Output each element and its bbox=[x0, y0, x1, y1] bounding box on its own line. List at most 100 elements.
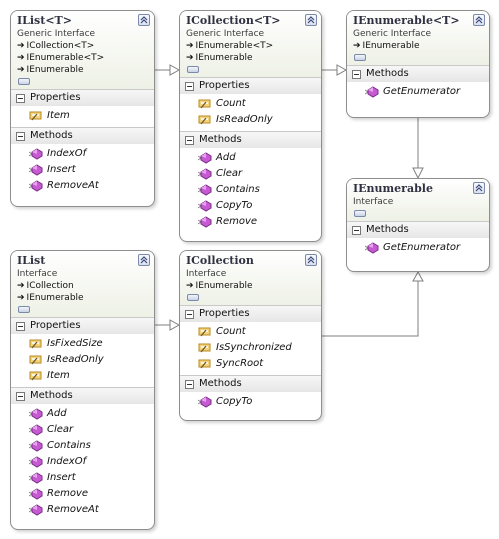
method-icon bbox=[29, 440, 43, 452]
inherits-item: ➔IEnumerable bbox=[17, 293, 84, 303]
method-item[interactable]: Insert bbox=[11, 470, 154, 486]
method-icon bbox=[365, 242, 379, 254]
method-item[interactable]: RemoveAt bbox=[11, 178, 154, 194]
properties-compartment-header[interactable]: Properties bbox=[180, 77, 321, 94]
collapse-chevron-icon[interactable] bbox=[138, 254, 150, 266]
method-icon bbox=[198, 184, 212, 196]
method-item[interactable]: Clear bbox=[11, 422, 154, 438]
method-item[interactable]: CopyTo bbox=[180, 198, 321, 214]
box-header: IList Interface ➔ICollection ➔IEnumerabl… bbox=[11, 251, 154, 317]
minus-icon[interactable] bbox=[185, 380, 194, 389]
method-item[interactable]: Remove bbox=[180, 214, 321, 230]
method-item[interactable]: GetEnumerator bbox=[347, 84, 489, 100]
property-item[interactable]: IsReadOnly bbox=[11, 352, 154, 368]
collapse-chevron-icon[interactable] bbox=[305, 14, 317, 26]
method-item[interactable]: CopyTo bbox=[180, 394, 321, 410]
properties-compartment-header[interactable]: Properties bbox=[180, 305, 321, 322]
inheritance-toggle-icon[interactable] bbox=[354, 54, 366, 61]
minus-icon[interactable] bbox=[185, 310, 194, 319]
properties-list: IsFixedSize IsReadOnly Item bbox=[11, 334, 154, 387]
property-icon bbox=[29, 355, 42, 365]
inherits-item: ➔ICollection bbox=[17, 281, 74, 291]
inherit-arrow-icon: ➔ bbox=[17, 41, 25, 51]
method-item[interactable]: IndexOf bbox=[11, 454, 154, 470]
inherit-arrow-icon: ➔ bbox=[186, 53, 194, 63]
method-item[interactable]: Add bbox=[180, 150, 321, 166]
methods-compartment-header[interactable]: Methods bbox=[180, 375, 321, 392]
inheritance-toggle-icon[interactable] bbox=[18, 78, 30, 85]
inherit-arrow-icon: ➔ bbox=[186, 41, 194, 51]
method-icon bbox=[29, 164, 43, 176]
methods-list: Add Clear Contains IndexOf Insert Remove… bbox=[11, 404, 154, 521]
inheritance-toggle-icon[interactable] bbox=[354, 210, 366, 217]
interface-box-ilist[interactable]: IList Interface ➔ICollection ➔IEnumerabl… bbox=[10, 250, 155, 530]
minus-icon[interactable] bbox=[16, 392, 25, 401]
interface-box-ienumerable[interactable]: IEnumerable Interface Methods GetEnumera… bbox=[346, 178, 490, 272]
property-item[interactable]: Count bbox=[180, 96, 321, 112]
methods-compartment-header[interactable]: Methods bbox=[347, 221, 489, 238]
methods-list: GetEnumerator bbox=[347, 238, 489, 259]
method-item[interactable]: Contains bbox=[180, 182, 321, 198]
minus-icon[interactable] bbox=[185, 82, 194, 91]
method-item[interactable]: Add bbox=[11, 406, 154, 422]
collapse-chevron-icon[interactable] bbox=[138, 14, 150, 26]
property-item[interactable]: Count bbox=[180, 324, 321, 340]
minus-icon[interactable] bbox=[16, 94, 25, 103]
box-stereotype: Generic Interface bbox=[17, 29, 96, 39]
property-item[interactable]: Item bbox=[11, 368, 154, 384]
method-icon bbox=[29, 456, 43, 468]
property-item[interactable]: SyncRoot bbox=[180, 356, 321, 372]
method-item[interactable]: RemoveAt bbox=[11, 502, 154, 518]
minus-icon[interactable] bbox=[16, 322, 25, 331]
box-title: IEnumerable<T> bbox=[353, 14, 460, 27]
methods-compartment-header[interactable]: Methods bbox=[11, 387, 154, 404]
interface-box-ilist-generic[interactable]: IList<T> Generic Interface ➔ICollection<… bbox=[10, 10, 155, 207]
property-icon bbox=[29, 339, 42, 349]
interface-box-icollection-generic[interactable]: ICollection<T> Generic Interface ➔IEnume… bbox=[179, 10, 322, 242]
properties-compartment-header[interactable]: Properties bbox=[11, 317, 154, 334]
methods-compartment-header[interactable]: Methods bbox=[347, 65, 489, 82]
minus-icon[interactable] bbox=[352, 226, 361, 235]
method-icon bbox=[29, 424, 43, 436]
property-item[interactable]: Item bbox=[11, 108, 154, 124]
box-header: IEnumerable<T> Generic Interface ➔IEnume… bbox=[347, 11, 489, 65]
connector-arrowhead bbox=[412, 270, 424, 282]
minus-icon[interactable] bbox=[352, 70, 361, 79]
method-icon bbox=[29, 504, 43, 516]
method-icon bbox=[198, 168, 212, 180]
methods-compartment-header[interactable]: Methods bbox=[180, 131, 321, 148]
method-icon bbox=[29, 488, 43, 500]
minus-icon[interactable] bbox=[16, 132, 25, 141]
collapse-chevron-icon[interactable] bbox=[473, 182, 485, 194]
minus-icon[interactable] bbox=[185, 136, 194, 145]
inherits-item: ➔ICollection<T> bbox=[17, 41, 95, 51]
method-item[interactable]: Remove bbox=[11, 486, 154, 502]
box-stereotype: Interface bbox=[353, 197, 394, 207]
inheritance-toggle-icon[interactable] bbox=[18, 306, 30, 313]
property-item[interactable]: IsFixedSize bbox=[11, 336, 154, 352]
box-stereotype: Interface bbox=[17, 269, 58, 279]
connector-arrowhead bbox=[412, 167, 424, 180]
method-item[interactable]: IndexOf bbox=[11, 146, 154, 162]
method-item[interactable]: GetEnumerator bbox=[347, 240, 489, 256]
methods-list: GetEnumerator bbox=[347, 82, 489, 103]
collapse-chevron-icon[interactable] bbox=[305, 254, 317, 266]
property-item[interactable]: IsSynchronized bbox=[180, 340, 321, 356]
interface-box-icollection[interactable]: ICollection Interface ➔IEnumerable Prope… bbox=[179, 250, 322, 421]
method-item[interactable]: Clear bbox=[180, 166, 321, 182]
property-item[interactable]: IsReadOnly bbox=[180, 112, 321, 128]
method-item[interactable]: Insert bbox=[11, 162, 154, 178]
method-icon bbox=[198, 152, 212, 164]
inherit-arrow-icon: ➔ bbox=[17, 293, 25, 303]
box-header: IList<T> Generic Interface ➔ICollection<… bbox=[11, 11, 154, 89]
inheritance-toggle-icon[interactable] bbox=[187, 66, 199, 73]
methods-compartment-header[interactable]: Methods bbox=[11, 127, 154, 144]
method-item[interactable]: Contains bbox=[11, 438, 154, 454]
inherits-item: ➔IEnumerable bbox=[17, 65, 84, 75]
collapse-chevron-icon[interactable] bbox=[473, 14, 485, 26]
properties-compartment-header[interactable]: Properties bbox=[11, 89, 154, 106]
inherits-item: ➔IEnumerable<T> bbox=[186, 41, 274, 51]
interface-box-ienumerable-generic[interactable]: IEnumerable<T> Generic Interface ➔IEnume… bbox=[346, 10, 490, 118]
inheritance-toggle-icon[interactable] bbox=[187, 294, 199, 301]
